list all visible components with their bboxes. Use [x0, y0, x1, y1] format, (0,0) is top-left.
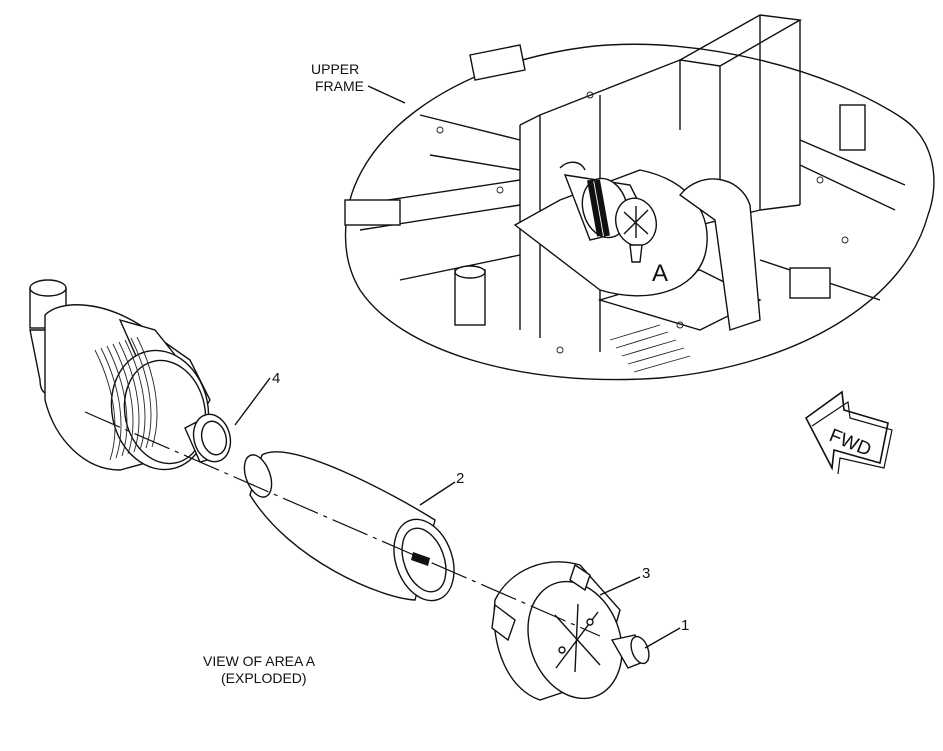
part-3-cover — [491, 561, 650, 701]
leader-lines — [234, 85, 681, 649]
part-1-vacuator-valve — [610, 634, 650, 669]
fwd-arrow-icon: FWD — [804, 390, 893, 475]
upper-frame-label-line1: UPPER — [311, 61, 359, 77]
part-2-filter-element — [243, 451, 455, 602]
part-4-outlet-tube — [184, 413, 232, 463]
callout-4: 4 — [272, 370, 280, 387]
air-cleaner-housing — [29, 279, 232, 471]
view-caption-line2: (EXPLODED) — [221, 670, 307, 686]
callout-2: 2 — [456, 470, 464, 487]
housing-threads — [94, 336, 158, 461]
frame-air-cleaner — [559, 161, 657, 263]
view-caption-line1: VIEW OF AREA A — [203, 653, 316, 669]
upper-frame-view — [344, 14, 935, 381]
area-a-label: A — [652, 260, 668, 287]
callout-3: 3 — [642, 565, 650, 582]
callout-1: 1 — [681, 617, 689, 634]
assembly-centerline — [84, 411, 601, 637]
upper-frame-label-line2: FRAME — [315, 78, 364, 94]
